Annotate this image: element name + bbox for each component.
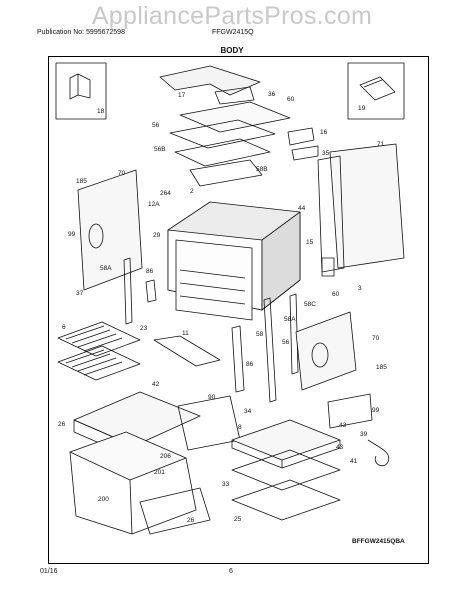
side-panel-part-3 (317, 155, 345, 273)
callout: 56 (282, 339, 290, 346)
drawer-front-part-26 (139, 487, 211, 535)
callout: 6 (62, 324, 66, 331)
callout: 70 (372, 335, 380, 342)
callout: 60 (332, 291, 340, 298)
porthole-right (311, 342, 329, 368)
callout: 39 (360, 431, 368, 438)
terminal-part-60 (321, 257, 335, 277)
callout: 90 (208, 394, 216, 401)
callout: 58A (284, 316, 296, 323)
callout: 26 (187, 517, 195, 524)
callout: 58A (100, 265, 112, 272)
callout: 56 (152, 122, 160, 129)
callout: 99 (372, 407, 380, 414)
broiler-pan-edge (231, 440, 341, 469)
callout: 16 (320, 129, 328, 136)
drawer-side (131, 457, 197, 535)
callout: 71 (377, 141, 385, 148)
callout: 58 (256, 331, 264, 338)
trim-part-19 (359, 76, 396, 101)
callout: 44 (298, 205, 306, 212)
publication-number: Publication No: 5995672598 (37, 29, 125, 36)
page-title: BODY (220, 46, 244, 55)
callout: 70 (118, 170, 126, 177)
callout: 41 (350, 458, 358, 465)
callout: 206 (160, 453, 171, 460)
callout: 36 (268, 91, 276, 98)
callout: 201 (154, 469, 165, 476)
callout: 19 (358, 105, 366, 112)
porthole-left (88, 223, 104, 249)
trim-part-86 (231, 325, 245, 393)
callout: 3 (358, 285, 362, 292)
callout: 200 (98, 496, 109, 503)
callout: 18 (97, 108, 105, 115)
bracket-part-18 (69, 73, 91, 100)
callout: 86 (246, 361, 254, 368)
callout: 42 (152, 381, 160, 388)
part-35 (291, 145, 319, 161)
bracket-part-2 (189, 159, 263, 187)
callout: 58B (256, 166, 268, 173)
callout: 34 (244, 408, 252, 415)
vent-part-90 (153, 335, 221, 367)
callout: 15 (306, 239, 314, 246)
callout: 8 (238, 424, 242, 431)
trim-part-58 (263, 297, 277, 403)
callout: 37 (76, 290, 84, 297)
inset-box-left (55, 62, 107, 120)
top-panel-part-56 (169, 119, 276, 149)
callout: 25 (234, 516, 242, 523)
callout: 60 (287, 96, 295, 103)
oven-cavity-inner (175, 239, 253, 321)
callout: 264 (160, 190, 171, 197)
callout: 35 (322, 150, 330, 157)
callout: 26 (58, 421, 66, 428)
callout: 43 (336, 444, 344, 451)
callout: 2 (190, 188, 194, 195)
oven-rack-lower (57, 345, 141, 381)
callout: 17 (178, 92, 186, 99)
watermark: AppliancePartsPros.com (91, 2, 373, 30)
callout: 185 (76, 178, 87, 185)
broiler-tray-part-41 (231, 449, 341, 491)
callout: 56B (154, 146, 166, 153)
callout: 185 (376, 364, 387, 371)
insulation-part-56b (174, 138, 271, 167)
oven-rack-upper (57, 321, 141, 357)
footer-date: 01/16 (40, 568, 58, 575)
rack-slides (179, 269, 246, 305)
back-panel-part-71 (329, 143, 405, 269)
oven-cavity-side (261, 211, 301, 311)
broiler-drawer-part-25 (231, 479, 341, 521)
callout: 33 (222, 481, 230, 488)
bracket-part-99 (327, 393, 373, 429)
model-number: FFGW2415Q (212, 29, 254, 36)
callout: 99 (68, 231, 76, 238)
callout: 23 (140, 325, 148, 332)
callout: 29 (153, 232, 161, 239)
callout: 11 (182, 330, 189, 337)
top-vent-part-17 (159, 65, 261, 96)
footer-page: 6 (229, 568, 233, 575)
side-panel-part-70-right (295, 311, 357, 391)
callout: 86 (146, 268, 154, 275)
trim-part-58c (289, 293, 299, 375)
callout: 12A (148, 201, 160, 208)
diagram-reference: BFFGW2415QBA (352, 538, 405, 545)
inset-box-right (347, 62, 405, 120)
power-cord-part-39 (367, 439, 390, 467)
cover-part-36 (214, 86, 255, 105)
part-16 (287, 127, 315, 146)
callout: 43 (339, 422, 347, 429)
diagram-frame (48, 56, 429, 564)
side-panel-part-70-left (77, 169, 143, 291)
trim-part-58a (123, 257, 133, 325)
callout: 58C (304, 301, 316, 308)
part-86 (145, 279, 157, 303)
drawer-body-part-26 (69, 451, 133, 535)
